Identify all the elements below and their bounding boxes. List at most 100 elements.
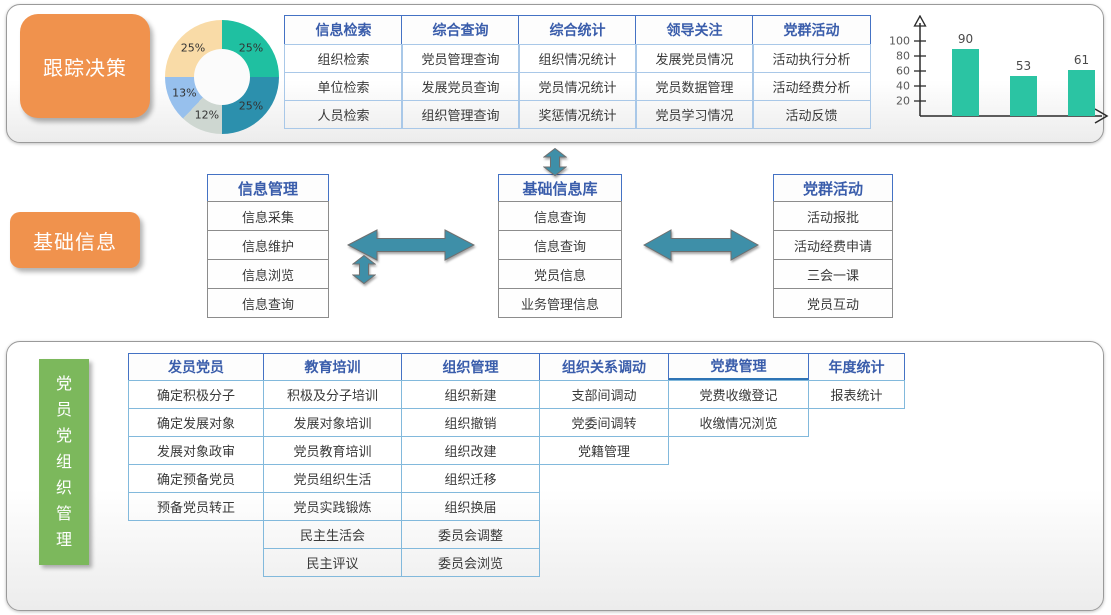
table-cell: 三会一课 xyxy=(773,259,893,289)
table-cell: 单位检索 xyxy=(284,72,403,101)
table-cell: 发展对象政审 xyxy=(128,436,264,465)
table-column: 信息管理信息采集信息维护信息浏览信息查询 xyxy=(207,174,329,318)
donut-chart: 25%25%12%13%25% xyxy=(165,20,279,134)
table-cell: 委员会调整 xyxy=(401,520,540,549)
y-axis-arrowhead xyxy=(913,15,927,27)
table-column-header: 基础信息库 xyxy=(498,174,622,202)
table-cell: 人员检索 xyxy=(284,100,403,129)
y-axis-tick-label: 20 xyxy=(896,94,910,108)
table-column: 综合统计组织情况统计党员情况统计奖惩情况统计 xyxy=(518,15,637,129)
bar xyxy=(1068,70,1095,116)
vertical-label-char: 党 xyxy=(55,426,72,445)
table-cell: 组织情况统计 xyxy=(518,44,637,73)
bar xyxy=(1010,76,1037,116)
donut-hole xyxy=(194,49,250,105)
y-axis-tick-label: 80 xyxy=(896,49,910,63)
table-column: 信息检索组织检索单位检索人员检索 xyxy=(284,15,403,129)
bar xyxy=(952,48,979,116)
vertical-label-char: 理 xyxy=(55,530,72,549)
table-cell: 组织管理查询 xyxy=(401,100,520,129)
table-column-header: 年度统计 xyxy=(808,353,905,381)
table-cell: 活动执行分析 xyxy=(752,44,871,73)
table-cell: 报表统计 xyxy=(808,380,905,409)
party-management-label: 党员党组织管理 xyxy=(39,359,89,565)
table-cell: 党费收缴登记 xyxy=(668,380,809,409)
table-cell: 组织改建 xyxy=(401,436,540,465)
bar-chart-axes xyxy=(913,15,1109,124)
table-cell: 委员会浏览 xyxy=(401,548,540,577)
table-cell: 业务管理信息 xyxy=(498,288,622,318)
donut-slice-label: 13% xyxy=(172,86,197,100)
table-cell: 信息查询 xyxy=(498,201,622,231)
table-column-header: 组织管理 xyxy=(401,353,540,381)
table-cell: 信息维护 xyxy=(207,230,329,260)
tracking-decision-band: 跟踪决策 25%25%12%13%25% 信息检索组织检索单位检索人员检索综合查… xyxy=(6,4,1109,143)
table-column: 综合查询党员管理查询发展党员查询组织管理查询 xyxy=(401,15,520,129)
table-cell: 党员互动 xyxy=(773,288,893,318)
table-cell: 党籍管理 xyxy=(539,436,669,465)
table-cell: 组织迁移 xyxy=(401,464,540,493)
table-cell: 组织检索 xyxy=(284,44,403,73)
basic-information-label: 基础信息 xyxy=(10,212,140,268)
donut-slice-label: 12% xyxy=(194,108,220,122)
table-cell: 党员实践锻炼 xyxy=(263,492,402,521)
table-column: 教育培训积极及分子培训发展对象培训党员教育培训党员组织生活党员实践锻炼民主生活会… xyxy=(263,353,402,577)
table-cell: 发展党员情况 xyxy=(635,44,754,73)
table-cell: 活动反馈 xyxy=(752,100,871,129)
bar-value-label: 90 xyxy=(957,31,974,46)
table-cell: 确定积极分子 xyxy=(128,380,264,409)
table-cell: 预备党员转正 xyxy=(128,492,264,521)
bar-value-label: 53 xyxy=(1015,59,1032,74)
table-column: 基础信息库信息查询信息查询党员信息业务管理信息 xyxy=(498,174,622,318)
table-column: 党群活动活动报批活动经费申请三会一课党员互动 xyxy=(773,174,893,318)
table-cell: 党员教育培训 xyxy=(263,436,402,465)
table-column-header: 综合查询 xyxy=(401,15,520,45)
tracking-decision-label: 跟踪决策 xyxy=(20,14,150,118)
table-cell: 党委间调转 xyxy=(539,408,669,437)
table-cell: 民主评议 xyxy=(263,548,402,577)
table-cell: 发展党员查询 xyxy=(401,72,520,101)
vertical-double-arrow-small-icon xyxy=(352,255,376,284)
table-cell: 组织换届 xyxy=(401,492,540,521)
table-cell: 活动报批 xyxy=(773,201,893,231)
table-cell: 收缴情况浏览 xyxy=(668,408,809,437)
table-cell: 积极及分子培训 xyxy=(263,380,402,409)
bar-value-label: 61 xyxy=(1073,53,1090,68)
table-cell: 活动经费分析 xyxy=(752,72,871,101)
vertical-double-arrow-top-icon xyxy=(543,148,567,176)
table-column-header: 组织关系调动 xyxy=(539,353,669,381)
table-cell: 信息浏览 xyxy=(207,259,329,289)
table-cell: 党员管理查询 xyxy=(401,44,520,73)
table-cell: 组织撤销 xyxy=(401,408,540,437)
table-cell: 组织新建 xyxy=(401,380,540,409)
donut-slice-label: 25% xyxy=(238,99,264,113)
vertical-label-char: 织 xyxy=(55,478,72,497)
table-column-header: 综合统计 xyxy=(518,15,637,45)
table-cell: 信息采集 xyxy=(207,201,329,231)
table-column-header: 领导关注 xyxy=(635,15,754,45)
table-cell: 党员组织生活 xyxy=(263,464,402,493)
table-column-header: 信息检索 xyxy=(284,15,403,45)
table-cell: 信息查询 xyxy=(207,288,329,318)
table-column: 组织管理组织新建组织撤销组织改建组织迁移组织换届委员会调整委员会浏览 xyxy=(401,353,540,577)
table-cell: 信息查询 xyxy=(498,230,622,260)
table-cell: 奖惩情况统计 xyxy=(518,100,637,129)
table-cell: 党员信息 xyxy=(498,259,622,289)
y-axis-tick-label: 60 xyxy=(896,64,910,78)
donut-slice-label: 25% xyxy=(180,41,206,55)
table-column-header: 党费管理 xyxy=(668,353,809,381)
table-cell: 确定预备党员 xyxy=(128,464,264,493)
table-column: 党费管理党费收缴登记收缴情况浏览 xyxy=(668,353,809,437)
table-cell: 确定发展对象 xyxy=(128,408,264,437)
vertical-label-char: 员 xyxy=(55,400,72,419)
table-column-header: 信息管理 xyxy=(207,174,329,202)
party-management-band: 党员党组织管理 发员党员确定积极分子确定发展对象发展对象政审确定预备党员预备党员… xyxy=(6,341,1104,611)
table-column: 发员党员确定积极分子确定发展对象发展对象政审确定预备党员预备党员转正 xyxy=(128,353,264,521)
table-cell: 支部间调动 xyxy=(539,380,669,409)
table-column: 党群活动活动执行分析活动经费分析活动反馈 xyxy=(752,15,871,129)
table-column: 年度统计报表统计 xyxy=(808,353,905,409)
table-cell: 发展对象培训 xyxy=(263,408,402,437)
horizontal-double-arrow-left-icon xyxy=(347,229,475,261)
